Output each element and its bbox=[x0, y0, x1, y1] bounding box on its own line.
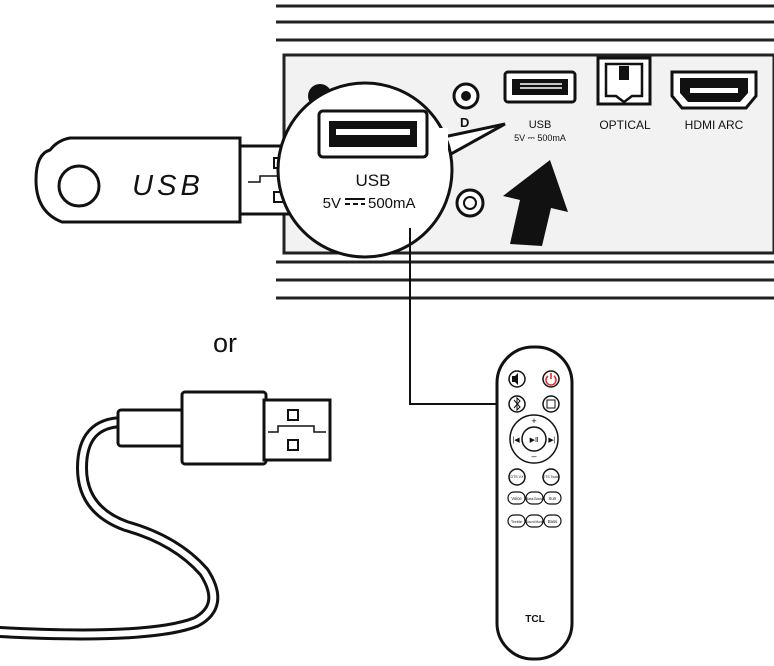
magnifier-callout: USB 5V 500mA bbox=[276, 81, 506, 259]
dts-twice-button: DTS Twice bbox=[542, 468, 560, 486]
dc-jack-icon bbox=[455, 188, 485, 218]
voice-button: Voice bbox=[507, 491, 526, 505]
play-pause-button bbox=[521, 426, 547, 452]
panel-usb-sublabel: 5V ⎓ 500mA bbox=[514, 133, 566, 143]
panel-usb-label: USB bbox=[529, 119, 552, 131]
treble-button: Treble bbox=[507, 514, 526, 528]
svg-text:DTS VX: DTS VX bbox=[511, 475, 525, 479]
svg-text:▶Ⅱ: ▶Ⅱ bbox=[530, 437, 539, 444]
volume-down-icon: – bbox=[531, 451, 536, 461]
volume-up-icon: + bbox=[531, 416, 536, 426]
aux-jack-icon bbox=[452, 82, 480, 110]
leader-line bbox=[409, 228, 522, 405]
dpad: ▶Ⅱ + – |◀ ▶| bbox=[509, 414, 559, 464]
keyring-hole-icon bbox=[57, 164, 101, 208]
panel-optical-port: OPTICAL bbox=[596, 56, 652, 132]
usb-flash-drive: USB bbox=[34, 136, 314, 224]
svg-text:Bass Boost: Bass Boost bbox=[526, 497, 543, 501]
input-button bbox=[542, 395, 560, 413]
surr-button: Surr bbox=[543, 491, 562, 505]
svg-text:Surr: Surr bbox=[549, 496, 558, 501]
panel-hdmi-label: HDMI ARC bbox=[685, 118, 744, 132]
svg-text:Treble: Treble bbox=[511, 519, 523, 524]
bass-button: Bass bbox=[543, 514, 562, 528]
dts-vx-button: DTS VX bbox=[508, 468, 526, 486]
next-icon: ▶| bbox=[548, 437, 555, 444]
magnifier-voltage: 5V bbox=[323, 195, 341, 212]
svg-text:DTS Twice: DTS Twice bbox=[543, 475, 559, 479]
partial-port-label: D bbox=[460, 115, 469, 130]
previous-icon: |◀ bbox=[512, 437, 520, 444]
remote-control: ▶Ⅱ + – |◀ ▶| DTS VX DTS Twice Voice Bass… bbox=[495, 345, 574, 661]
sound-mode-button: Sound Mode bbox=[525, 514, 544, 528]
magnifier-usb-label: USB bbox=[356, 171, 391, 190]
dc-symbol-icon bbox=[345, 198, 365, 205]
panel-optical-label: OPTICAL bbox=[599, 118, 651, 132]
remote-brand-logo: TCL bbox=[525, 614, 544, 625]
panel-bottom-grooves bbox=[276, 260, 774, 300]
or-separator: or bbox=[213, 328, 237, 358]
svg-text:Voice: Voice bbox=[511, 496, 522, 501]
panel-top-grooves bbox=[276, 4, 774, 42]
svg-text:Sound Mode: Sound Mode bbox=[525, 520, 543, 524]
usb-cable bbox=[0, 390, 332, 641]
magnifier-current: 500mA bbox=[368, 195, 416, 212]
insert-arrow-icon bbox=[503, 160, 568, 246]
panel-hdmi-port: HDMI ARC bbox=[670, 70, 758, 132]
panel-usb-port: USB 5V ⎓ 500mA bbox=[503, 70, 577, 143]
svg-text:Bass: Bass bbox=[548, 519, 557, 524]
usb-stick-label: USB bbox=[132, 170, 204, 202]
bass-boost-button: Bass Boost bbox=[525, 491, 544, 505]
